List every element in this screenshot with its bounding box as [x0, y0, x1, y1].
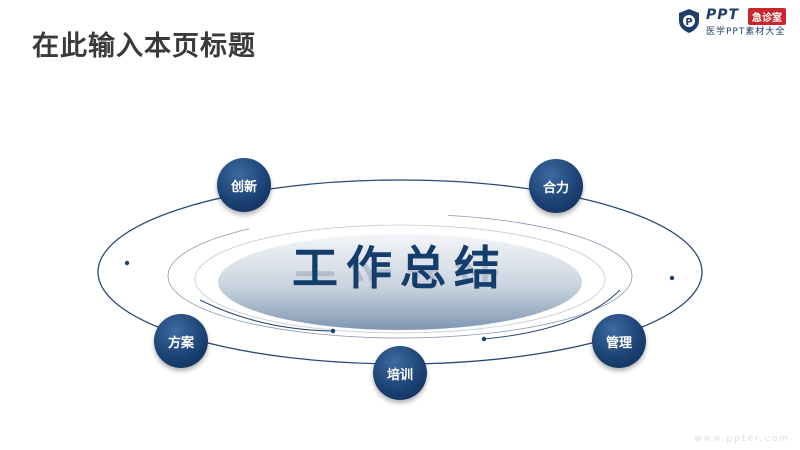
node-plan: 方案 [154, 314, 208, 368]
lower-right-arc [483, 289, 621, 340]
middle-orbit [167, 213, 633, 339]
node-cooperation: 合力 [529, 159, 583, 213]
page-title: 在此输入本页标题 [32, 31, 256, 62]
watermark: www.ppter.com [694, 434, 790, 444]
node-training: 培训 [373, 346, 427, 400]
orbit-dot [330, 328, 336, 334]
node-management: 管理 [592, 314, 646, 368]
svg-text:P: P [685, 17, 692, 28]
logo-badge: 急诊室 [748, 8, 786, 25]
center-platform [218, 234, 582, 330]
logo: P PPT 急诊室 医学PPT素材大全 [678, 6, 798, 37]
orbit-dot [669, 275, 675, 281]
node-innovation: 创新 [217, 158, 271, 212]
center-title: 工作总结 [292, 241, 508, 295]
orbit-dot [124, 260, 130, 266]
shield-logo-icon: P [679, 9, 699, 33]
center-title-reflection: 工作总结 [290, 264, 510, 294]
lower-arc [199, 299, 334, 332]
logo-tagline: 医学PPT素材大全 [706, 27, 786, 37]
orbit-dot [481, 336, 487, 342]
logo-brand: PPT [706, 7, 740, 23]
inner-orbit [194, 224, 606, 334]
